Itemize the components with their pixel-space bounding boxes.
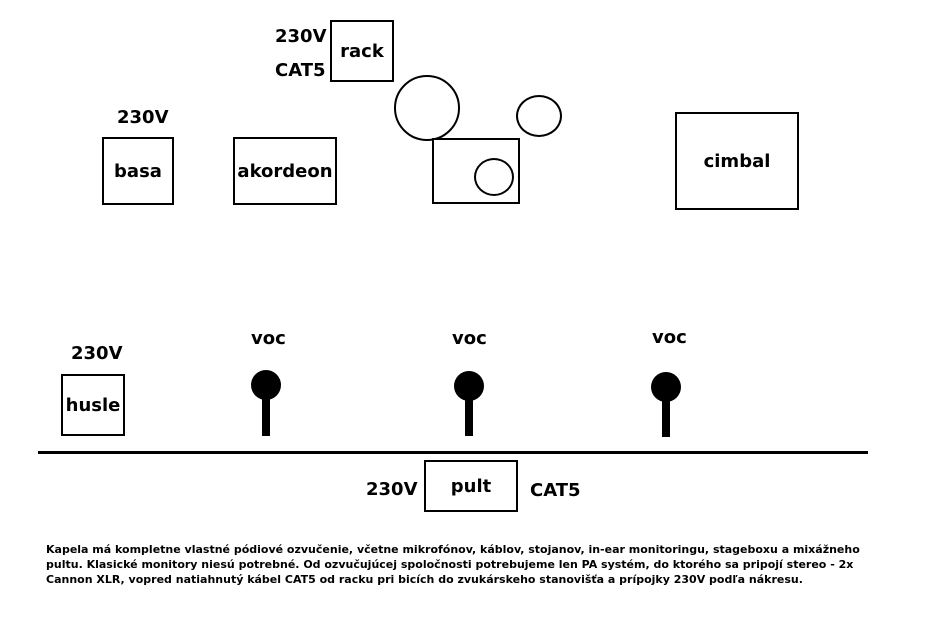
rack-power-label: 230V [275, 26, 327, 47]
basa-box: basa [102, 137, 174, 205]
cimbal-box: cimbal [675, 112, 799, 210]
husle-power-label: 230V [71, 343, 123, 364]
mic-stem-2 [465, 397, 473, 436]
mic-head-2 [454, 371, 484, 401]
basa-power-label: 230V [117, 107, 169, 128]
stage-edge-line [38, 451, 868, 454]
husle-box: husle [61, 374, 125, 436]
mic-head-3 [651, 372, 681, 402]
drum-circle-large [394, 75, 460, 141]
voc-label-1: voc [251, 328, 286, 349]
description-note: Kapela má kompletne vlastné pódiové ozvu… [46, 543, 860, 586]
akordeon-box: akordeon [233, 137, 337, 205]
rack-cat5-label: CAT5 [275, 60, 326, 81]
mic-stem-1 [262, 396, 270, 436]
mic-head-1 [251, 370, 281, 400]
drum-circle-inner [474, 158, 514, 196]
pult-power-label: 230V [366, 479, 418, 500]
pult-cat5-label: CAT5 [530, 480, 581, 501]
mic-stem-3 [662, 398, 670, 437]
voc-label-2: voc [452, 328, 487, 349]
pult-box: pult [424, 460, 518, 512]
drum-circle-small [516, 95, 562, 137]
voc-label-3: voc [652, 327, 687, 348]
rack-box: rack [330, 20, 394, 82]
